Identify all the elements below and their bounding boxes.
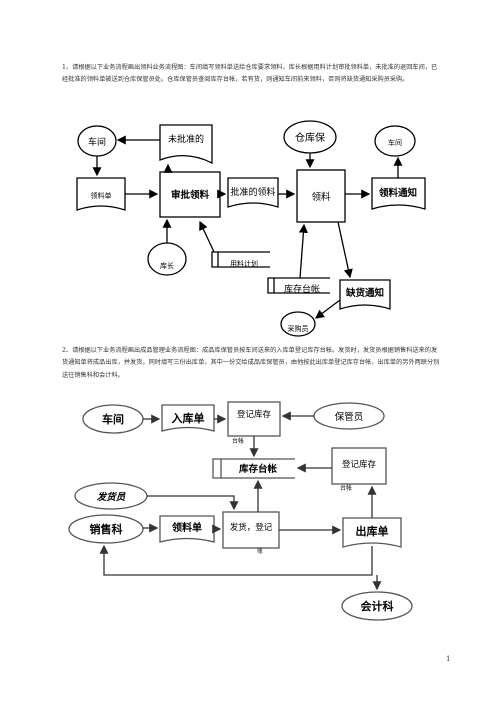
label-keeper: 仓库保: [295, 131, 325, 144]
node-shortage-doc: [339, 279, 391, 310]
label-unapproved: 未批准的: [168, 133, 204, 145]
node-accounting: [341, 591, 413, 621]
node-unapproved-doc: [159, 124, 213, 165]
label-outbound: 出库单: [356, 524, 389, 538]
node-register-2: [331, 447, 387, 485]
label-director: 库长: [160, 261, 174, 270]
node-requisition-doc: [76, 177, 126, 211]
node-approve-box: [159, 171, 221, 218]
label-buyer: 采购员: [288, 324, 309, 333]
question-1-text: 1、请根据以下业务流程画出领料业务流程图：车间填写领料单送给仓库要求领料，库长根…: [62, 64, 438, 84]
label-notice: 领料通知: [379, 187, 417, 199]
label-accounting: 会计科: [361, 599, 394, 613]
label-workshop-1: 车间: [88, 136, 106, 148]
node-workshop-2: [374, 125, 416, 157]
label-inbound: 入库单: [172, 411, 205, 425]
label-register-2a: 登记库存: [342, 459, 377, 470]
node-req-doc-2: [159, 515, 215, 543]
node-outbound-doc: [342, 517, 402, 548]
question-2-text: 2、请根据以下业务流程画出成品管理业务流程图：成品库保管员按车间送来的入库单登记…: [62, 347, 440, 379]
diagram-1: [76, 120, 426, 337]
node-approved-doc: [227, 177, 279, 208]
node-pick-box: [296, 169, 346, 223]
label-stock-1: 库存台帐: [284, 283, 320, 295]
label-ship-a: 发货，登记: [230, 522, 273, 533]
label-register-1b: 台帐: [232, 437, 244, 445]
label-req-2: 领料单: [172, 521, 202, 534]
node-buyer: [280, 311, 316, 337]
label-register-1a: 登记库存: [237, 409, 272, 420]
label-workshop: 车间: [102, 412, 124, 426]
label-sales: 销售科: [90, 522, 123, 536]
node-sales: [68, 514, 144, 544]
node-notice-doc: [371, 177, 426, 210]
label-workshop-2: 车间: [388, 138, 402, 147]
node-inbound-doc: [161, 404, 215, 432]
node-stock-store-2: [212, 458, 295, 479]
label-shortage: 缺货通知: [345, 287, 384, 299]
node-plan-store: [211, 251, 270, 268]
label-register-2b: 台帐: [340, 484, 352, 492]
diagram-2: [68, 401, 413, 621]
label-ship-b: 账: [257, 547, 263, 555]
label-requisition: 领料单: [91, 191, 112, 200]
node-stock-store: [267, 277, 330, 294]
node-director: [147, 242, 187, 276]
label-approve: 审批领料: [171, 189, 210, 201]
label-plan: 用料计划: [230, 259, 258, 268]
label-keeper-2: 保管员: [335, 411, 364, 423]
label-approved: 批准的领料: [230, 186, 275, 198]
label-pick: 领料: [311, 191, 331, 203]
label-shipper: 发货员: [97, 491, 126, 503]
node-register-1: [227, 401, 281, 437]
page-number: 1: [446, 655, 451, 663]
label-stock-2: 库存台帐: [238, 463, 278, 475]
node-ship-box: [222, 511, 280, 549]
